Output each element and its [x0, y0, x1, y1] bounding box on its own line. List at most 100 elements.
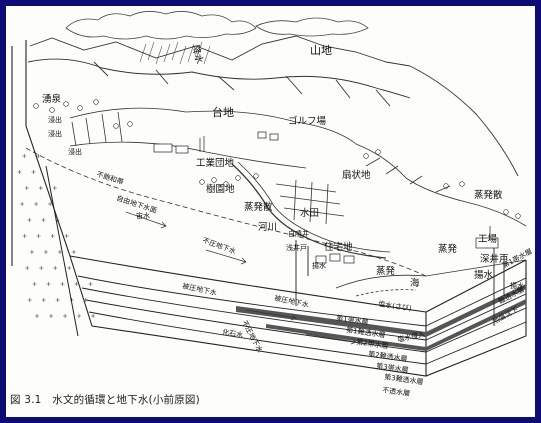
bedrock-cross: [22, 154, 27, 158]
label-evap-3: 蒸発: [438, 243, 458, 255]
bedrock-cross: [39, 266, 44, 270]
label-outflow-3: 浸出: [68, 147, 82, 156]
label-residential: 住宅地: [324, 241, 353, 253]
bedrock-cross: [34, 202, 39, 206]
bedrock-cross: [25, 266, 30, 270]
mountain-range: [27, 35, 519, 177]
bedrock-cross: [91, 314, 96, 318]
tree-mark: [235, 175, 241, 181]
bedrock-cross: [64, 234, 69, 238]
label-plateau: 台地: [212, 105, 234, 119]
bedrock-cross: [57, 250, 62, 254]
bedrock-cross: [17, 170, 22, 174]
label-pumping-2: 揚水: [474, 269, 494, 281]
tree-mark: [113, 123, 119, 129]
label-pumping: 揚水: [312, 261, 326, 270]
labels: 降水 山地 湧泉 浸出 浸出 浸出 台地 ゴルフ場 工業団地 扇状地 樹園地 蒸…: [42, 44, 534, 398]
tree-mark: [375, 149, 381, 155]
label-aq-5: 第3難透水層: [384, 372, 424, 386]
aquitard-fills: [236, 284, 526, 351]
tree-mark: [503, 209, 509, 215]
tree-mark: [363, 153, 369, 159]
tree-mark: [459, 181, 465, 187]
tree-mark: [63, 101, 69, 107]
bedrock-crosses: [17, 154, 96, 318]
bedrock-cross: [41, 218, 46, 222]
label-sea: 海: [410, 277, 420, 289]
bedrock-cross: [67, 266, 72, 270]
bedrock-cross: [20, 202, 25, 206]
label-confined-seep: 宙水: [136, 211, 150, 220]
label-fan: 扇状地: [342, 169, 371, 181]
front-strata: [77, 275, 527, 365]
tree-mark: [223, 181, 229, 187]
bedrock-cross: [74, 282, 79, 286]
label-rain: 降水: [189, 44, 206, 66]
bedrock-cross: [36, 154, 41, 158]
tree-mark: [127, 121, 133, 127]
bedrock-cross: [49, 314, 54, 318]
groundwater-flow-arrows: [125, 211, 357, 345]
tree-mark: [49, 107, 55, 113]
label-salt: 塩水(さび): [378, 299, 413, 313]
cloud-band: [65, 11, 369, 40]
bedrock-cross: [55, 298, 60, 302]
label-self-spout: 自噴井: [288, 229, 309, 238]
fault-line: [45, 165, 79, 337]
tree-mark: [33, 103, 39, 109]
wells: [295, 240, 505, 326]
bedrock-cross: [52, 186, 57, 190]
bedrock-cross: [46, 282, 51, 286]
label-outflow-2: 浸出: [48, 129, 62, 138]
label-industrial: 工業団地: [196, 157, 235, 169]
label-mountain: 山地: [310, 44, 332, 57]
bedrock-cross: [24, 186, 29, 190]
bedrock-cross: [29, 250, 34, 254]
bedrock-cross: [36, 234, 41, 238]
bedrock-cross: [71, 250, 76, 254]
bedrock-cross: [43, 250, 48, 254]
label-factory: 工場: [478, 233, 498, 245]
bedrock-cross: [77, 314, 82, 318]
label-evap-4: 蒸発: [376, 265, 396, 277]
terrain-surface: [25, 107, 527, 297]
label-aquifer-belt: 不飽和帯: [95, 169, 124, 186]
buildings: [153, 131, 499, 264]
tree-mark: [199, 179, 205, 185]
label-aq-6: 不透水層: [382, 385, 411, 398]
label-golf: ゴルフ場: [288, 115, 327, 127]
tree-mark: [515, 213, 521, 219]
label-paddy: 水田: [300, 207, 319, 219]
bedrock-cross: [22, 234, 27, 238]
tree-mark: [443, 183, 449, 189]
tree-mark: [253, 173, 259, 179]
label-deep-well: 深井戸: [480, 253, 509, 265]
block-outline: [11, 40, 527, 377]
bedrock-cross: [31, 170, 36, 174]
bedrock-cross: [88, 282, 93, 286]
label-unconfined-1: 不圧地下水: [201, 235, 237, 255]
bedrock-cross: [53, 266, 58, 270]
tree-mark: [93, 99, 99, 105]
bedrock-cross: [32, 282, 37, 286]
label-orchard: 樹園地: [206, 183, 235, 195]
bedrock-cross: [50, 234, 55, 238]
trees: [33, 99, 521, 219]
figure-caption: 図 3.1 水文的循環と地下水(小前原図): [10, 394, 200, 406]
label-shallow-well: 浅井戸: [286, 243, 307, 252]
bedrock-cross: [41, 298, 46, 302]
figure-frame: 降水 山地 湧泉 浸出 浸出 浸出 台地 ゴルフ場 工業団地 扇状地 樹園地 蒸…: [6, 6, 535, 417]
bedrock-cross: [38, 186, 43, 190]
bedrock-cross: [63, 314, 68, 318]
hydrologic-cycle-diagram: 降水 山地 湧泉 浸出 浸出 浸出 台地 ゴルフ場 工業団地 扇状地 樹園地 蒸…: [11, 11, 534, 398]
bedrock-cross: [27, 218, 32, 222]
label-river: 河川: [258, 221, 277, 233]
bedrock-cross: [35, 314, 40, 318]
label-outflow-1: 浸出: [48, 115, 62, 124]
bedrock-cross: [60, 282, 65, 286]
label-spring: 湧泉: [42, 93, 62, 105]
tree-mark: [211, 177, 217, 183]
label-fossil: 化石水: [222, 327, 244, 340]
label-lift: 揚水: [510, 281, 524, 290]
label-evap-2: 蒸発散: [244, 201, 273, 213]
